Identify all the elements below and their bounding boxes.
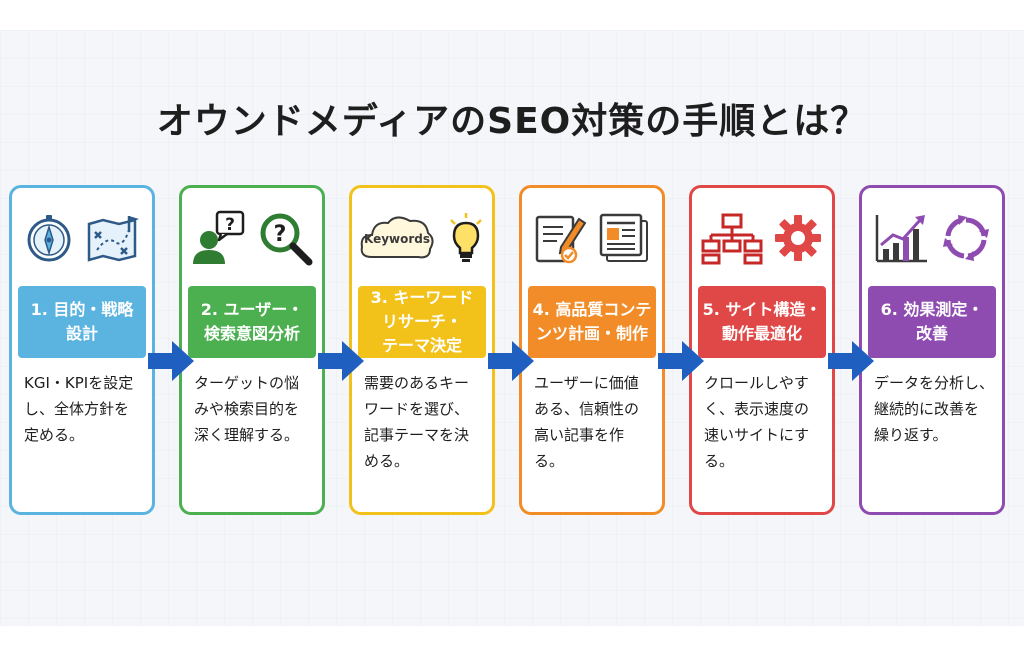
step-icons: ? ? [182, 202, 322, 274]
keyword-cloud-icon: Keywords [360, 216, 434, 259]
background-grid [0, 30, 1024, 626]
flow-arrow-3 [488, 341, 534, 381]
step-label: 6. 効果測定・ 改善 [868, 286, 996, 358]
user-question-icon: ? [193, 210, 245, 264]
edit-document-icon [535, 215, 587, 264]
svg-text:?: ? [225, 215, 235, 235]
step-description: KGI・KPIを設定 し、全体方針を 定める。 [24, 374, 134, 444]
step-description: ターゲットの悩 みや検索目的を 深く理解する。 [194, 374, 300, 444]
step-label: 3. キーワード リサーチ・ テーマ決定 [358, 286, 486, 358]
step-label: 2. ユーザー・ 検索意図分析 [188, 286, 316, 358]
lightbulb-icon [450, 213, 482, 262]
step-card-1: 1. 目的・戦略 設計 KGI・KPIを設定 し、全体方針を 定める。 [9, 185, 155, 515]
step-description: ユーザーに価値 ある、信頼性の 高い記事を作 る。 [534, 374, 640, 470]
page-title: オウンドメディアのSEO対策の手順とは？ [156, 101, 868, 142]
step-description: 需要のあるキー ワードを選び、 記事テーマを決 める。 [364, 374, 470, 470]
magnifier-question-icon: ? [260, 213, 313, 266]
flow-arrow-4 [658, 341, 704, 381]
step-description: データを分析し、 継続的に改善を 繰り返す。 [874, 374, 995, 444]
flow-arrow-1 [148, 341, 194, 381]
step-label: 1. 目的・戦略 設計 [18, 286, 146, 358]
gear-icon [775, 215, 821, 261]
flow-arrow-5 [828, 341, 874, 381]
step-card-4: 4. 高品質コンテ ンツ計画・制作 ユーザーに価値 ある、信頼性の 高い記事を作… [519, 185, 665, 515]
growth-chart-icon [875, 215, 927, 263]
sitemap-icon [701, 213, 763, 265]
step-label: 5. サイト構造・ 動作最適化 [698, 286, 826, 358]
step-card-5: 5. サイト構造・ 動作最適化 クロールしやす く、表示速度の 速いサイトにす … [689, 185, 835, 515]
diagram-canvas: オウンドメディアのSEO対策の手順とは？ 1. 目的・戦略 設計 KGI・KPI… [0, 30, 1024, 626]
cycle-arrows-icon [943, 215, 989, 261]
flow-arrow-2 [318, 341, 364, 381]
strategy-map-icon [87, 216, 139, 262]
step-card-2: ? ? 2. ユーザー・ 検索意図分析 ターゲットの悩 みや検索目的を 深く理解… [179, 185, 325, 515]
step-description: クロールしやす く、表示速度の 速いサイトにす る。 [704, 374, 810, 470]
step-card-3: Keywords 3. キーワード リサーチ・ テーマ決定 需要のあるキー ワー… [349, 185, 495, 515]
step-icons [522, 202, 662, 274]
article-icon [599, 213, 648, 262]
step-icons: Keywords [352, 202, 492, 274]
step-label: 4. 高品質コンテ ンツ計画・制作 [528, 286, 656, 358]
compass-icon [27, 215, 71, 262]
step-card-6: 6. 効果測定・ 改善 データを分析し、 継続的に改善を 繰り返す。 [859, 185, 1005, 515]
step-icons [12, 202, 152, 274]
step-icons [692, 202, 832, 274]
svg-text:?: ? [274, 222, 287, 247]
keyword-cloud-text: Keywords [364, 232, 430, 246]
step-icons [862, 202, 1002, 274]
